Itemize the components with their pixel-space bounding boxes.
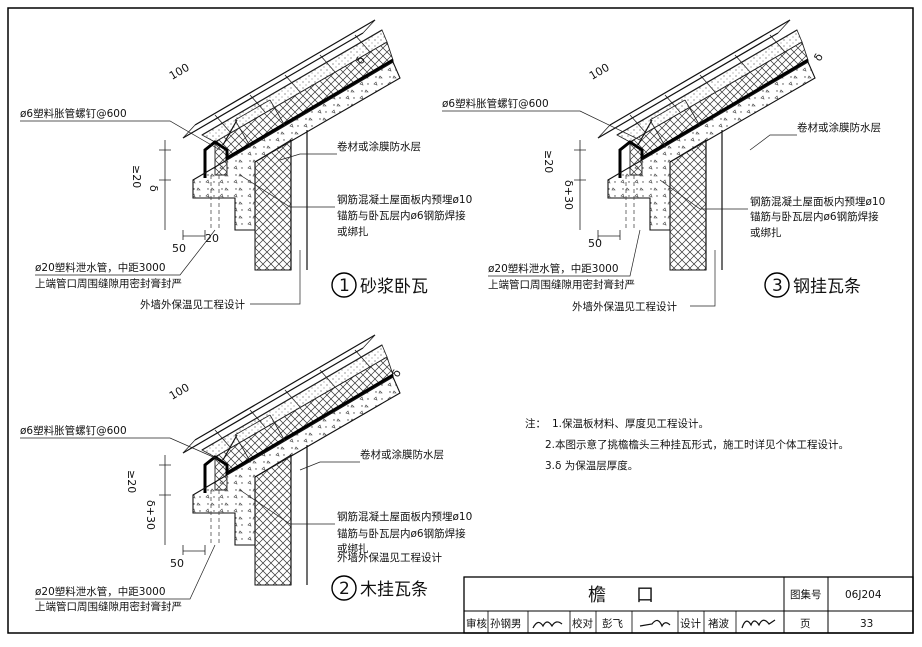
detail-1-title: 砂浆卧瓦: [360, 277, 428, 297]
label-rebar-1-2: 钢筋混凝土屋面板内预埋ø10: [337, 510, 472, 523]
atlas-label: 图集号: [790, 588, 822, 601]
label-drain-2-3: 上端管口周围缝隙用密封膏封严: [488, 278, 635, 291]
label-drain-1: ø20塑料泄水管，中距3000: [35, 261, 166, 274]
detail-3-title: 钢挂瓦条: [793, 277, 861, 297]
label-rebar-2-2: 锚筋与卧瓦层内ø6钢筋焊接: [337, 527, 466, 540]
label-rebar-3-3: 或绑扎: [750, 226, 782, 239]
notes-block: 注： 1.保温板材料、厚度见工程设计。 2.本图示意了挑檐檐头三种挂瓦形式，施工…: [525, 417, 849, 472]
note-2: 2.本图示意了挑檐檐头三种挂瓦形式，施工时详见个体工程设计。: [545, 438, 849, 451]
note-3: 3.δ 为保温层厚度。: [545, 459, 638, 472]
page-label: 页: [800, 618, 811, 630]
dim-30-2: δ+30: [144, 500, 157, 530]
label-rebar-2: 锚筋与卧瓦层内ø6钢筋焊接: [337, 209, 466, 222]
dim-delta-3: δ: [811, 51, 826, 64]
detail-3-number: 3: [772, 276, 783, 296]
page-number: 33: [860, 618, 873, 630]
dim-50-2: 50: [170, 557, 184, 570]
detail-2-number: 2: [339, 579, 350, 599]
check-label: 校对: [572, 617, 593, 630]
note-1: 1.保温板材料、厚度见工程设计。: [552, 417, 709, 430]
label-waterproof-3: 卷材或涂膜防水层: [797, 121, 881, 134]
label-waterproof: 卷材或涂膜防水层: [337, 140, 421, 153]
label-nail: ø6塑料胀管螺钉@600: [20, 107, 127, 120]
detail-3-labels: 100 δ ≥20 δ+30 50 ø6塑料胀管螺钉@600 卷材或涂膜防水层 …: [442, 51, 885, 313]
label-rebar-3-2: 或绑扎: [337, 542, 369, 555]
dim-100: 100: [167, 61, 192, 83]
label-insulation: 外墙外保温见工程设计: [140, 298, 245, 311]
label-drain-2: 上端管口周围缝隙用密封膏封严: [35, 277, 182, 290]
label-insulation-2: 外墙外保温见工程设计: [337, 551, 442, 564]
label-drain-2-2: 上端管口周围缝隙用密封膏封严: [35, 600, 182, 613]
label-rebar-1-3: 钢筋混凝土屋面板内预埋ø10: [750, 195, 885, 208]
detail-2-number-circle: [331, 575, 357, 601]
dim-50: 50: [172, 242, 186, 255]
review-signature: [532, 621, 563, 629]
atlas-number: 06J204: [845, 589, 882, 601]
design-label: 设计: [680, 617, 701, 630]
detail-1-number: 1: [339, 276, 350, 296]
detail-2-title: 木挂瓦条: [360, 580, 428, 600]
check-signature: [639, 619, 671, 628]
dim-30-3: δ+30: [562, 180, 575, 210]
label-insulation-3: 外墙外保温见工程设计: [572, 300, 677, 313]
dim-20-3: ≥20: [542, 150, 555, 173]
dim-20: ≥20: [130, 165, 143, 188]
label-drain-1-3: ø20塑料泄水管，中距3000: [488, 262, 619, 275]
title-block: 檐 口 图集号 06J204 页 33 审核 孙钢男 校对 彭飞 设计 褚波: [463, 576, 914, 634]
label-drain-1-2: ø20塑料泄水管，中距3000: [35, 585, 166, 598]
check-name: 彭飞: [602, 617, 623, 630]
design-name: 褚波: [708, 617, 729, 630]
detail-1-labels: 100 δ ≥20 δ 50 20 ø6塑料胀管螺钉@600 卷材或涂膜防水层 …: [20, 54, 472, 311]
design-signature: [741, 619, 776, 629]
review-name: 孙钢男: [490, 617, 522, 630]
sheet-border: [7, 7, 914, 634]
label-nail-3: ø6塑料胀管螺钉@600: [442, 97, 549, 110]
label-rebar-1: 钢筋混凝土屋面板内预埋ø10: [337, 193, 472, 206]
detail-3-number-circle: [764, 272, 790, 298]
dim-100-3: 100: [587, 61, 612, 83]
dim-100-2: 100: [167, 381, 192, 403]
dim-50-3: 50: [588, 237, 602, 250]
dim-20-2: ≥20: [125, 470, 138, 493]
drawing-title: 檐 口: [588, 585, 660, 606]
detail-2-labels: 100 δ ≥20 δ+30 50 ø6塑料胀管螺钉@600 卷材或涂膜防水层 …: [20, 367, 472, 613]
label-rebar-2-3: 锚筋与卧瓦层内ø6钢筋焊接: [750, 210, 879, 223]
label-waterproof-2: 卷材或涂膜防水层: [360, 448, 444, 461]
label-nail-2: ø6塑料胀管螺钉@600: [20, 424, 127, 437]
dim-delta-side: δ: [147, 185, 160, 192]
review-label: 审核: [466, 617, 487, 630]
notes-prefix: 注：: [525, 417, 546, 430]
label-rebar-3: 或绑扎: [337, 225, 369, 238]
dim-20b: 20: [205, 232, 219, 245]
detail-1-number-circle: [331, 272, 357, 298]
